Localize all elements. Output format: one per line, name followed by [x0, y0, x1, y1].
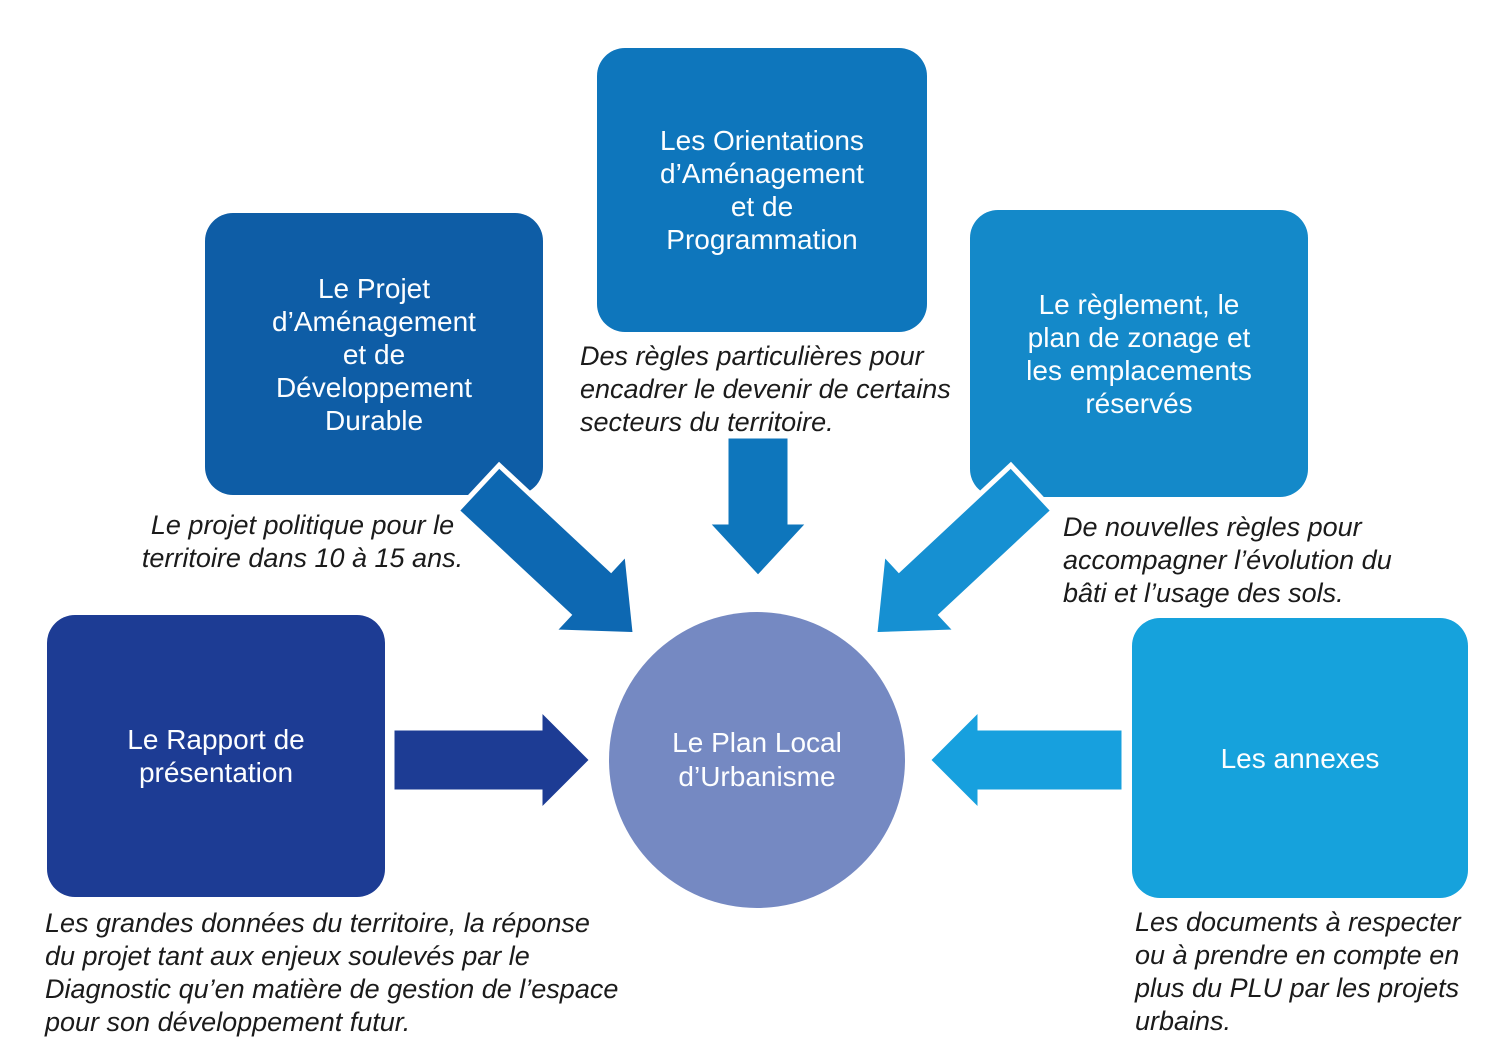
node-padd-caption: Le projet politique pour le territoire d…: [141, 510, 464, 573]
node-padd-label: Le Projet d’Aménagement et de Développem…: [272, 272, 476, 436]
node-annexes-caption: Les documents à respecter ou à prendre e…: [1135, 907, 1461, 1036]
node-annexes-label: Les annexes: [1220, 742, 1380, 774]
node-reglement-box: Le règlement, le plan de zonage et les e…: [970, 210, 1308, 497]
center-plu-label: Le Plan Local d’Urbanisme: [672, 727, 842, 792]
node-oap-box: Les Orientations d’Aménagement et de Pro…: [597, 48, 927, 332]
node-reglement-caption: De nouvelles règles pour accompagner l’é…: [1063, 512, 1392, 608]
node-rapport-label: Le Rapport de présentation: [127, 724, 305, 788]
node-oap-label: Les Orientations d’Aménagement et de Pro…: [660, 125, 864, 255]
node-oap-caption: Des règles particulières pour encadrer l…: [580, 341, 951, 437]
arrow-rapport-to-plu: [389, 701, 596, 819]
node-padd-box: Le Projet d’Aménagement et de Développem…: [205, 213, 543, 495]
node-annexes-box: Les annexes: [1132, 618, 1468, 898]
node-rapport-box: Le Rapport de présentation: [47, 615, 385, 897]
arrow-oap-to-plu: [700, 433, 816, 582]
node-reglement-label: Le règlement, le plan de zonage et les e…: [1026, 288, 1252, 419]
center-plu-circle: Le Plan Local d’Urbanisme: [609, 612, 905, 908]
node-rapport-caption: Les grandes données du territoire, la ré…: [45, 908, 619, 1037]
arrow-annexes-to-plu: [924, 701, 1127, 819]
